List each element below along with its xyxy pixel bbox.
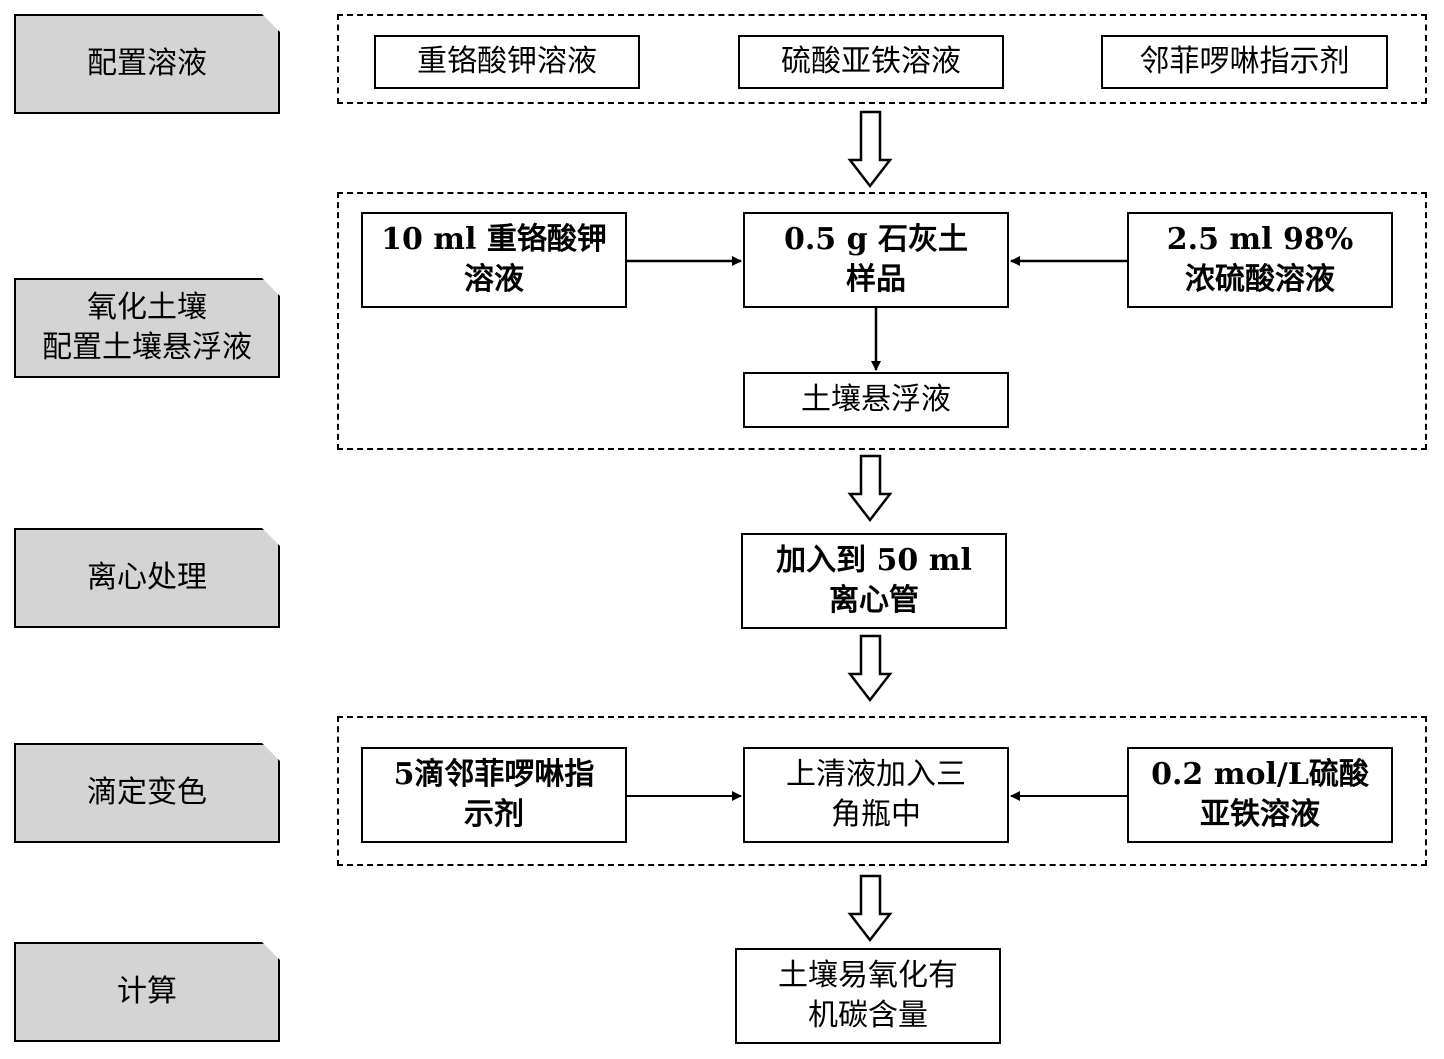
step-calculate: 计算	[14, 942, 280, 1042]
step-centrifuge: 离心处理	[14, 528, 280, 628]
step-label: 离心处理	[87, 560, 207, 595]
step-oxidize-soil: 氧化土壤 配置土壤悬浮液	[14, 278, 280, 378]
folded-corner	[262, 942, 280, 960]
step-label: 配置溶液	[87, 46, 207, 81]
step-label: 计算	[117, 974, 177, 1009]
group-solutions	[337, 14, 1427, 104]
hollow-arrow-1	[847, 110, 893, 189]
box-ferrous-titrant: 0.2 mol/L硫酸 亚铁溶液	[1127, 747, 1393, 843]
box-centrifuge-tube: 加入到 50 ml 离心管	[741, 533, 1007, 629]
box-result-carbon: 土壤易氧化有 机碳含量	[735, 948, 1001, 1044]
folded-corner	[262, 278, 280, 296]
hollow-arrow-3	[847, 634, 893, 703]
folded-corner	[262, 743, 280, 761]
group-titration	[337, 716, 1427, 866]
step-prepare-solution: 配置溶液	[14, 14, 280, 114]
folded-corner	[262, 528, 280, 546]
box-soil-suspension: 土壤悬浮液	[743, 372, 1009, 428]
group-oxidation	[337, 192, 1427, 450]
box-phenanthroline: 邻菲啰啉指示剂	[1101, 35, 1388, 89]
box-sulfuric-acid: 2.5 ml 98% 浓硫酸溶液	[1127, 212, 1393, 308]
step-label: 氧化土壤 配置土壤悬浮液	[42, 290, 252, 365]
folded-corner	[262, 14, 280, 32]
step-label: 滴定变色	[87, 775, 207, 810]
hollow-arrow-2	[847, 454, 893, 523]
box-potassium-dichromate: 重铬酸钾溶液	[374, 35, 640, 89]
box-soil-sample: 0.5 g 石灰土 样品	[743, 212, 1009, 308]
box-supernatant-flask: 上清液加入三 角瓶中	[743, 747, 1009, 843]
box-dichromate-10ml: 10 ml 重铬酸钾 溶液	[361, 212, 627, 308]
box-indicator-drops: 5滴邻菲啰啉指 示剂	[361, 747, 627, 843]
step-titration: 滴定变色	[14, 743, 280, 843]
box-ferrous-sulfate: 硫酸亚铁溶液	[738, 35, 1004, 89]
hollow-arrow-4	[847, 874, 893, 943]
